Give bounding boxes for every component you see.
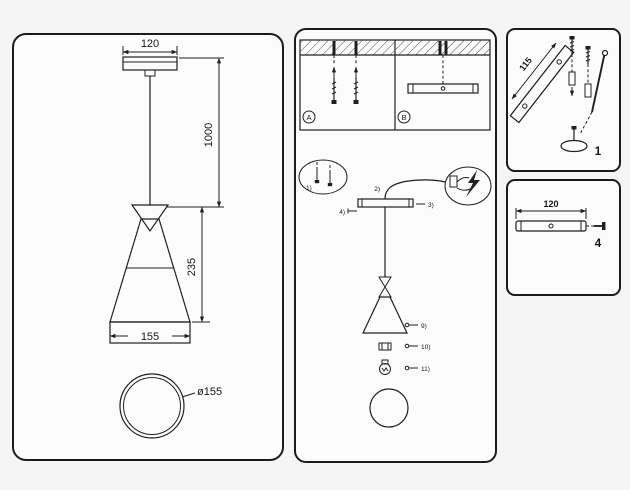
step-3-label: 3) bbox=[428, 202, 434, 209]
bar-length-label: 120 bbox=[543, 199, 558, 209]
lamp-socket bbox=[378, 342, 392, 351]
shade-assembly: 9) 10) 11) bbox=[362, 276, 430, 375]
oval-plate bbox=[560, 126, 588, 153]
bracket-panel: 115 bbox=[506, 28, 621, 172]
step-1-label: 1) bbox=[306, 185, 312, 192]
suspension-length-dimension: 1000 bbox=[166, 57, 224, 208]
dimensions-drawing-svg: 120 1000 bbox=[109, 38, 224, 439]
long-screw bbox=[579, 49, 609, 135]
step-10-label: 10) bbox=[421, 344, 430, 351]
method-b-badge bbox=[397, 110, 411, 124]
crossbar-quantity-label: 4 bbox=[595, 238, 602, 250]
crossbar-drawing bbox=[515, 220, 587, 232]
step-9-label: 9) bbox=[421, 323, 427, 330]
shade-top-view: ø155 bbox=[119, 373, 222, 439]
canopy-width-label: 120 bbox=[141, 38, 159, 50]
shade-drawing bbox=[109, 204, 191, 344]
bracket-quantity-label: 1 bbox=[595, 146, 602, 158]
screw-icon bbox=[586, 222, 606, 230]
hatched-ceiling bbox=[300, 40, 490, 56]
diameter-leader-line bbox=[181, 392, 196, 398]
anchor-screws bbox=[568, 36, 592, 98]
step-2-label: 2) bbox=[374, 186, 380, 193]
canopy-assembly: 2) 3) 4) bbox=[339, 179, 446, 216]
terminal-block bbox=[449, 175, 458, 188]
method-a-label: A bbox=[306, 113, 311, 122]
step-4-label: 4) bbox=[339, 209, 345, 216]
bracket-length-label: 115 bbox=[517, 55, 534, 73]
shade-height-label: 235 bbox=[186, 258, 198, 276]
method-b-label: B bbox=[401, 113, 406, 122]
canopy-drawing bbox=[122, 56, 178, 77]
bar-length-dimension: 120 bbox=[515, 199, 587, 219]
step-11-label: 11) bbox=[421, 366, 430, 373]
method-a-badge bbox=[302, 110, 316, 124]
assembly-panel: A B bbox=[294, 28, 497, 463]
assembly-drawing-svg: A B bbox=[298, 39, 492, 428]
bracket-drawing-svg: 115 bbox=[509, 36, 609, 158]
mounting-methods-box: A B bbox=[299, 39, 491, 131]
mount-method-b: B bbox=[397, 41, 479, 124]
wiring-callout bbox=[444, 166, 492, 206]
screws-callout: 1) bbox=[298, 159, 348, 195]
shade-bottom-view bbox=[369, 388, 409, 428]
mains-wire bbox=[384, 179, 446, 200]
shade-width-label: 155 bbox=[141, 331, 159, 343]
dimensions-panel: 120 1000 bbox=[12, 33, 284, 461]
mount-method-a: A bbox=[302, 41, 359, 124]
crossbar-panel: 120 4 bbox=[506, 179, 621, 296]
bracket-length-dimension: 115 bbox=[511, 42, 557, 100]
bulb-icon bbox=[379, 359, 391, 375]
crossbar-drawing-svg: 120 4 bbox=[515, 199, 606, 250]
electric-warning-icon bbox=[466, 170, 480, 197]
mounting-bracket bbox=[509, 44, 575, 124]
shade-height-dimension: 235 bbox=[186, 206, 210, 323]
suspension-length-label: 1000 bbox=[203, 123, 215, 147]
shade-width-dimension: 155 bbox=[109, 331, 191, 343]
shade-diameter-label: ø155 bbox=[197, 386, 222, 398]
canopy-width-dimension: 120 bbox=[122, 38, 178, 55]
